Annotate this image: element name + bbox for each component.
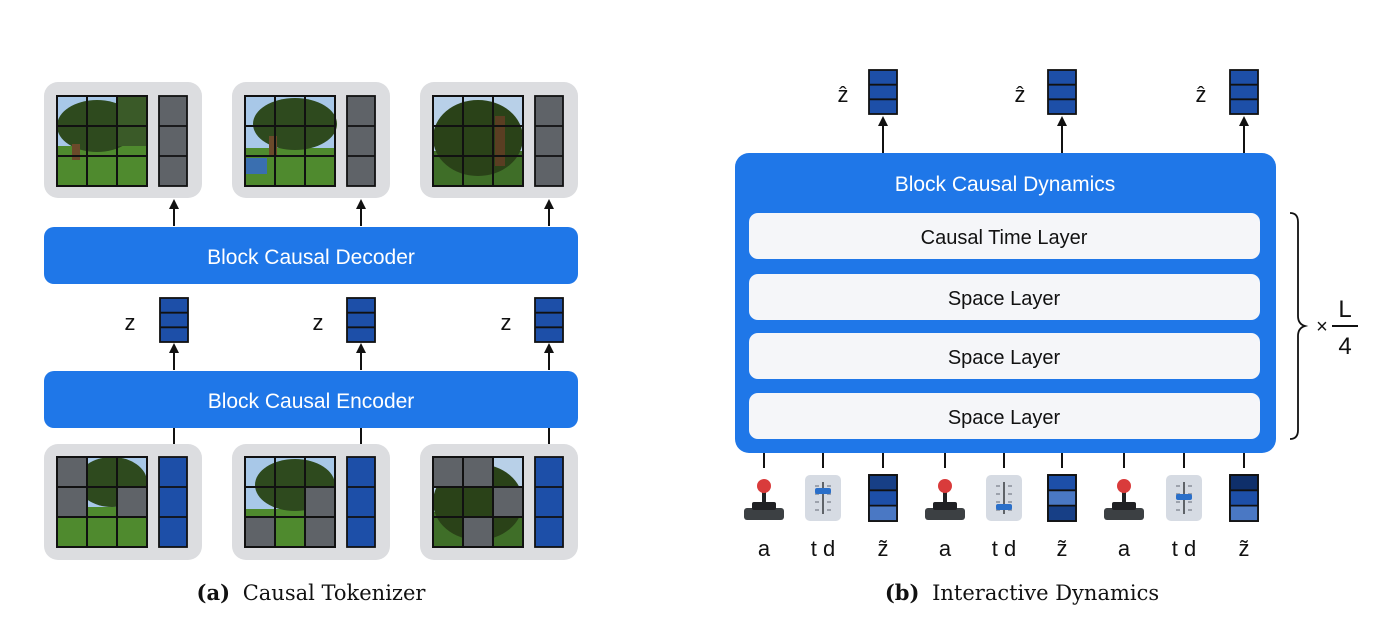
layer-space-2: Space Layer [749, 333, 1260, 379]
layer-label: Space Layer [948, 288, 1061, 310]
action-label: a [758, 536, 771, 561]
latent-label: z [125, 310, 136, 335]
output-latent-3: ẑ [1196, 69, 1259, 115]
slider-icon [1166, 475, 1202, 521]
dynamics-input-lines [763, 453, 1245, 468]
input-latent-1 [868, 474, 898, 522]
input-frames [44, 444, 578, 560]
input-latent-2 [1047, 474, 1077, 522]
encoder-input-lines [173, 428, 550, 444]
step-label: t d [1172, 536, 1196, 561]
output-latents: ẑ ẑ ẑ [838, 69, 1259, 115]
latent-token-1: z [125, 297, 189, 343]
encoder-latent-arrows [169, 343, 554, 370]
layer-space-3: Space Layer [749, 393, 1260, 439]
joystick-icon [925, 479, 965, 520]
layer-space-1: Space Layer [749, 274, 1260, 320]
dynamics-inputs [744, 474, 1259, 522]
caption-tokenizer: (a) Causal Tokenizer [197, 580, 427, 605]
latent-token-2: z [313, 297, 376, 343]
encoder-block: Block Causal Encoder [44, 371, 578, 428]
caption-tokenizer-prefix: (a) [197, 580, 230, 605]
tokenizer-panel: Block Causal Decoder z z z [44, 82, 578, 605]
noisy-latent-label: z̃ [1239, 536, 1250, 561]
repeat-numerator: L [1338, 296, 1351, 323]
latent-tokens: z z z [125, 297, 564, 343]
output-latent-1: ẑ [838, 69, 898, 115]
input-frame-1 [44, 444, 202, 560]
input-frame-3 [420, 444, 578, 560]
layer-label: Causal Time Layer [921, 227, 1088, 249]
caption-dynamics-text: Interactive Dynamics [932, 581, 1159, 605]
joystick-icon [1104, 479, 1144, 520]
slider-icon [805, 475, 841, 521]
action-label: a [1118, 536, 1131, 561]
step-label: t d [992, 536, 1016, 561]
dynamics-block: Block Causal Dynamics Causal Time Layer … [735, 153, 1276, 453]
dynamics-input-labels: a t d z̃ a t d z̃ a t d z̃ [758, 536, 1250, 561]
output-frames [44, 82, 578, 198]
slider-icon [986, 475, 1022, 521]
joystick-icon [744, 479, 784, 520]
dynamics-panel: ẑ ẑ ẑ Block Causal Dynamics [735, 69, 1358, 605]
output-latent-label: ẑ [838, 82, 849, 107]
latent-label: z [501, 310, 512, 335]
layer-causal-time: Causal Time Layer [749, 213, 1260, 259]
latent-label: z [313, 310, 324, 335]
caption-dynamics-prefix: (b) [885, 580, 920, 605]
layer-label: Space Layer [948, 407, 1061, 429]
action-label: a [939, 536, 952, 561]
output-latent-2: ẑ [1015, 69, 1077, 115]
decoder-label: Block Causal Decoder [207, 246, 415, 269]
repeat-times: × [1316, 316, 1328, 338]
encoder-label: Block Causal Encoder [208, 390, 415, 413]
input-latent-3 [1229, 474, 1259, 522]
noisy-latent-label: z̃ [1057, 536, 1068, 561]
noisy-latent-label: z̃ [878, 536, 889, 561]
latent-token-3: z [501, 297, 564, 343]
caption-tokenizer-text: Causal Tokenizer [243, 581, 427, 605]
caption-dynamics: (b) Interactive Dynamics [885, 580, 1159, 605]
dynamics-output-arrows [878, 116, 1249, 153]
step-label: t d [811, 536, 835, 561]
repeat-denominator: 4 [1338, 333, 1351, 360]
output-latent-label: ẑ [1196, 82, 1207, 107]
output-frame-3 [420, 82, 578, 198]
layer-label: Space Layer [948, 347, 1061, 369]
output-latent-label: ẑ [1015, 82, 1026, 107]
input-frame-2 [232, 444, 390, 560]
output-frame-2 [232, 82, 390, 198]
output-frame-1 [44, 82, 202, 198]
decoder-block: Block Causal Decoder [44, 227, 578, 284]
decoder-output-arrows [169, 199, 554, 226]
repeat-brace: × L 4 [1289, 212, 1358, 440]
dynamics-title: Block Causal Dynamics [895, 173, 1116, 196]
